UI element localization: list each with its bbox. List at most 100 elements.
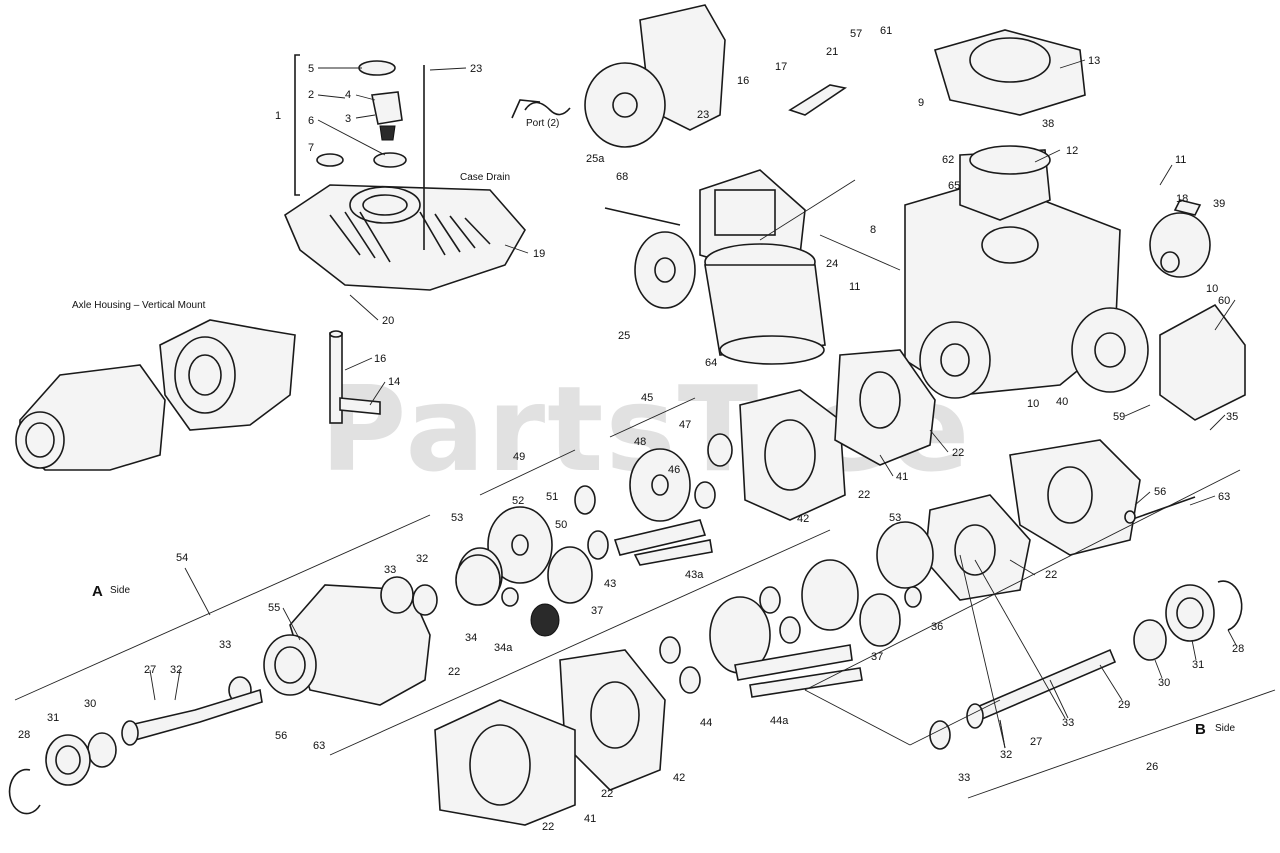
callout-label: 33 bbox=[958, 772, 970, 784]
callout-label: 5 bbox=[308, 63, 314, 75]
callout-label: 10 bbox=[1206, 283, 1218, 295]
callout-label: 22 bbox=[952, 447, 964, 459]
callout-label: 32 bbox=[1000, 749, 1012, 761]
callout-label: 28 bbox=[1232, 643, 1244, 655]
callout-label: 11 bbox=[1175, 154, 1186, 166]
callout-label: 22 bbox=[448, 666, 460, 678]
callout-label: 37 bbox=[871, 651, 883, 663]
callout-label: 22 bbox=[601, 788, 613, 800]
callout-label: 22 bbox=[858, 489, 870, 501]
callout-label: 42 bbox=[673, 772, 685, 784]
leader-lines bbox=[149, 59, 1237, 749]
main-housing-assembly bbox=[788, 29, 1246, 421]
case-drain-caption: Case Drain bbox=[460, 172, 510, 183]
callout-label: 49 bbox=[513, 451, 525, 463]
callout-label: 23 bbox=[697, 109, 709, 121]
axle-housing-vertical-mount bbox=[15, 319, 296, 471]
callout-label: 41 bbox=[896, 471, 908, 483]
callout-label: 46 bbox=[668, 464, 680, 476]
callout-label: 30 bbox=[1158, 677, 1170, 689]
callout-label: 43 bbox=[604, 578, 616, 590]
case-cover-assembly bbox=[284, 54, 526, 291]
guide-lines bbox=[14, 179, 1276, 799]
callout-label: 31 bbox=[1192, 659, 1204, 671]
callout-label: 48 bbox=[634, 436, 646, 448]
callout-label: 18 bbox=[1176, 193, 1188, 205]
pump-body-assembly bbox=[511, 4, 826, 365]
callout-label: 16 bbox=[374, 353, 386, 365]
callout-label: 19 bbox=[533, 248, 545, 260]
callout-label: 65 bbox=[948, 180, 960, 192]
callout-label: 57 bbox=[850, 28, 862, 40]
side-a-letter: A bbox=[92, 583, 103, 600]
callout-label: 51 bbox=[546, 491, 558, 503]
side-b-word: Side bbox=[1215, 723, 1235, 734]
callout-label: 59 bbox=[1113, 411, 1125, 423]
callout-label: 8 bbox=[870, 224, 876, 236]
callout-label: 32 bbox=[416, 553, 428, 565]
callout-label: 33 bbox=[384, 564, 396, 576]
callout-label: 44 bbox=[700, 717, 712, 729]
callout-label: 33 bbox=[219, 639, 231, 651]
callout-label: 43a bbox=[685, 569, 704, 581]
callout-label: 53 bbox=[451, 512, 463, 524]
callout-label: 4 bbox=[345, 89, 351, 101]
callout-label: 37 bbox=[591, 605, 603, 617]
callout-label: 28 bbox=[18, 729, 30, 741]
callout-label: 25a bbox=[586, 153, 605, 165]
callout-label: 63 bbox=[313, 740, 325, 752]
callout-label: 10 bbox=[1027, 398, 1039, 410]
axle-housing-caption: Axle Housing – Vertical Mount bbox=[72, 300, 206, 311]
callout-label: 62 bbox=[942, 154, 954, 166]
callout-label: 34a bbox=[494, 642, 513, 654]
callout-label: 52 bbox=[512, 495, 524, 507]
callout-label: 35 bbox=[1226, 411, 1238, 423]
pin-parts bbox=[329, 330, 381, 424]
callout-label: 44a bbox=[770, 715, 789, 727]
callout-label: 16 bbox=[737, 75, 749, 87]
callout-label: 12 bbox=[1066, 145, 1078, 157]
callout-label: 39 bbox=[1213, 198, 1225, 210]
callout-label: 34 bbox=[465, 632, 477, 644]
callout-label: 21 bbox=[826, 46, 838, 58]
callout-label: 2 bbox=[308, 89, 314, 101]
callout-label: 20 bbox=[382, 315, 394, 327]
callout-label: 63 bbox=[1218, 491, 1230, 503]
side-a-word: Side bbox=[110, 585, 130, 596]
side-b-letter: B bbox=[1195, 721, 1206, 738]
callout-label: 22 bbox=[1045, 569, 1057, 581]
callout-label: 14 bbox=[388, 376, 400, 388]
callout-label: 47 bbox=[679, 419, 691, 431]
callout-labels: 5 23 4 2 3 1 6 7 19 20 16 14 25a 23 68 2… bbox=[18, 25, 1244, 833]
callout-label: 22 bbox=[542, 821, 554, 833]
callout-label: 54 bbox=[176, 552, 188, 564]
callout-label: 68 bbox=[616, 171, 628, 183]
callout-label: 1 bbox=[275, 110, 281, 122]
callout-label: 50 bbox=[555, 519, 567, 531]
callout-label: 33 bbox=[1062, 717, 1074, 729]
callout-label: 30 bbox=[84, 698, 96, 710]
callout-label: 17 bbox=[775, 61, 787, 73]
callout-label: 9 bbox=[918, 97, 924, 109]
callout-label: 7 bbox=[308, 142, 314, 154]
callout-label: 45 bbox=[641, 392, 653, 404]
callout-label: 26 bbox=[1146, 761, 1158, 773]
callout-label: 24 bbox=[826, 258, 838, 270]
callout-label: 13 bbox=[1088, 55, 1100, 67]
a-side-axle-group bbox=[8, 554, 501, 815]
callout-label: 6 bbox=[308, 115, 314, 127]
callout-label: 40 bbox=[1056, 396, 1068, 408]
callout-label: 38 bbox=[1042, 118, 1054, 130]
callout-label: 42 bbox=[797, 513, 809, 525]
callout-label: 23 bbox=[470, 63, 482, 75]
port-caption: Port (2) bbox=[526, 118, 559, 129]
callout-label: 3 bbox=[345, 113, 351, 125]
callout-label: 41 bbox=[584, 813, 596, 825]
callout-label: 60 bbox=[1218, 295, 1230, 307]
callout-label: 36 bbox=[931, 621, 943, 633]
callout-label: 25 bbox=[618, 330, 630, 342]
callout-label: 55 bbox=[268, 602, 280, 614]
callout-label: 27 bbox=[1030, 736, 1042, 748]
callout-label: 56 bbox=[275, 730, 287, 742]
